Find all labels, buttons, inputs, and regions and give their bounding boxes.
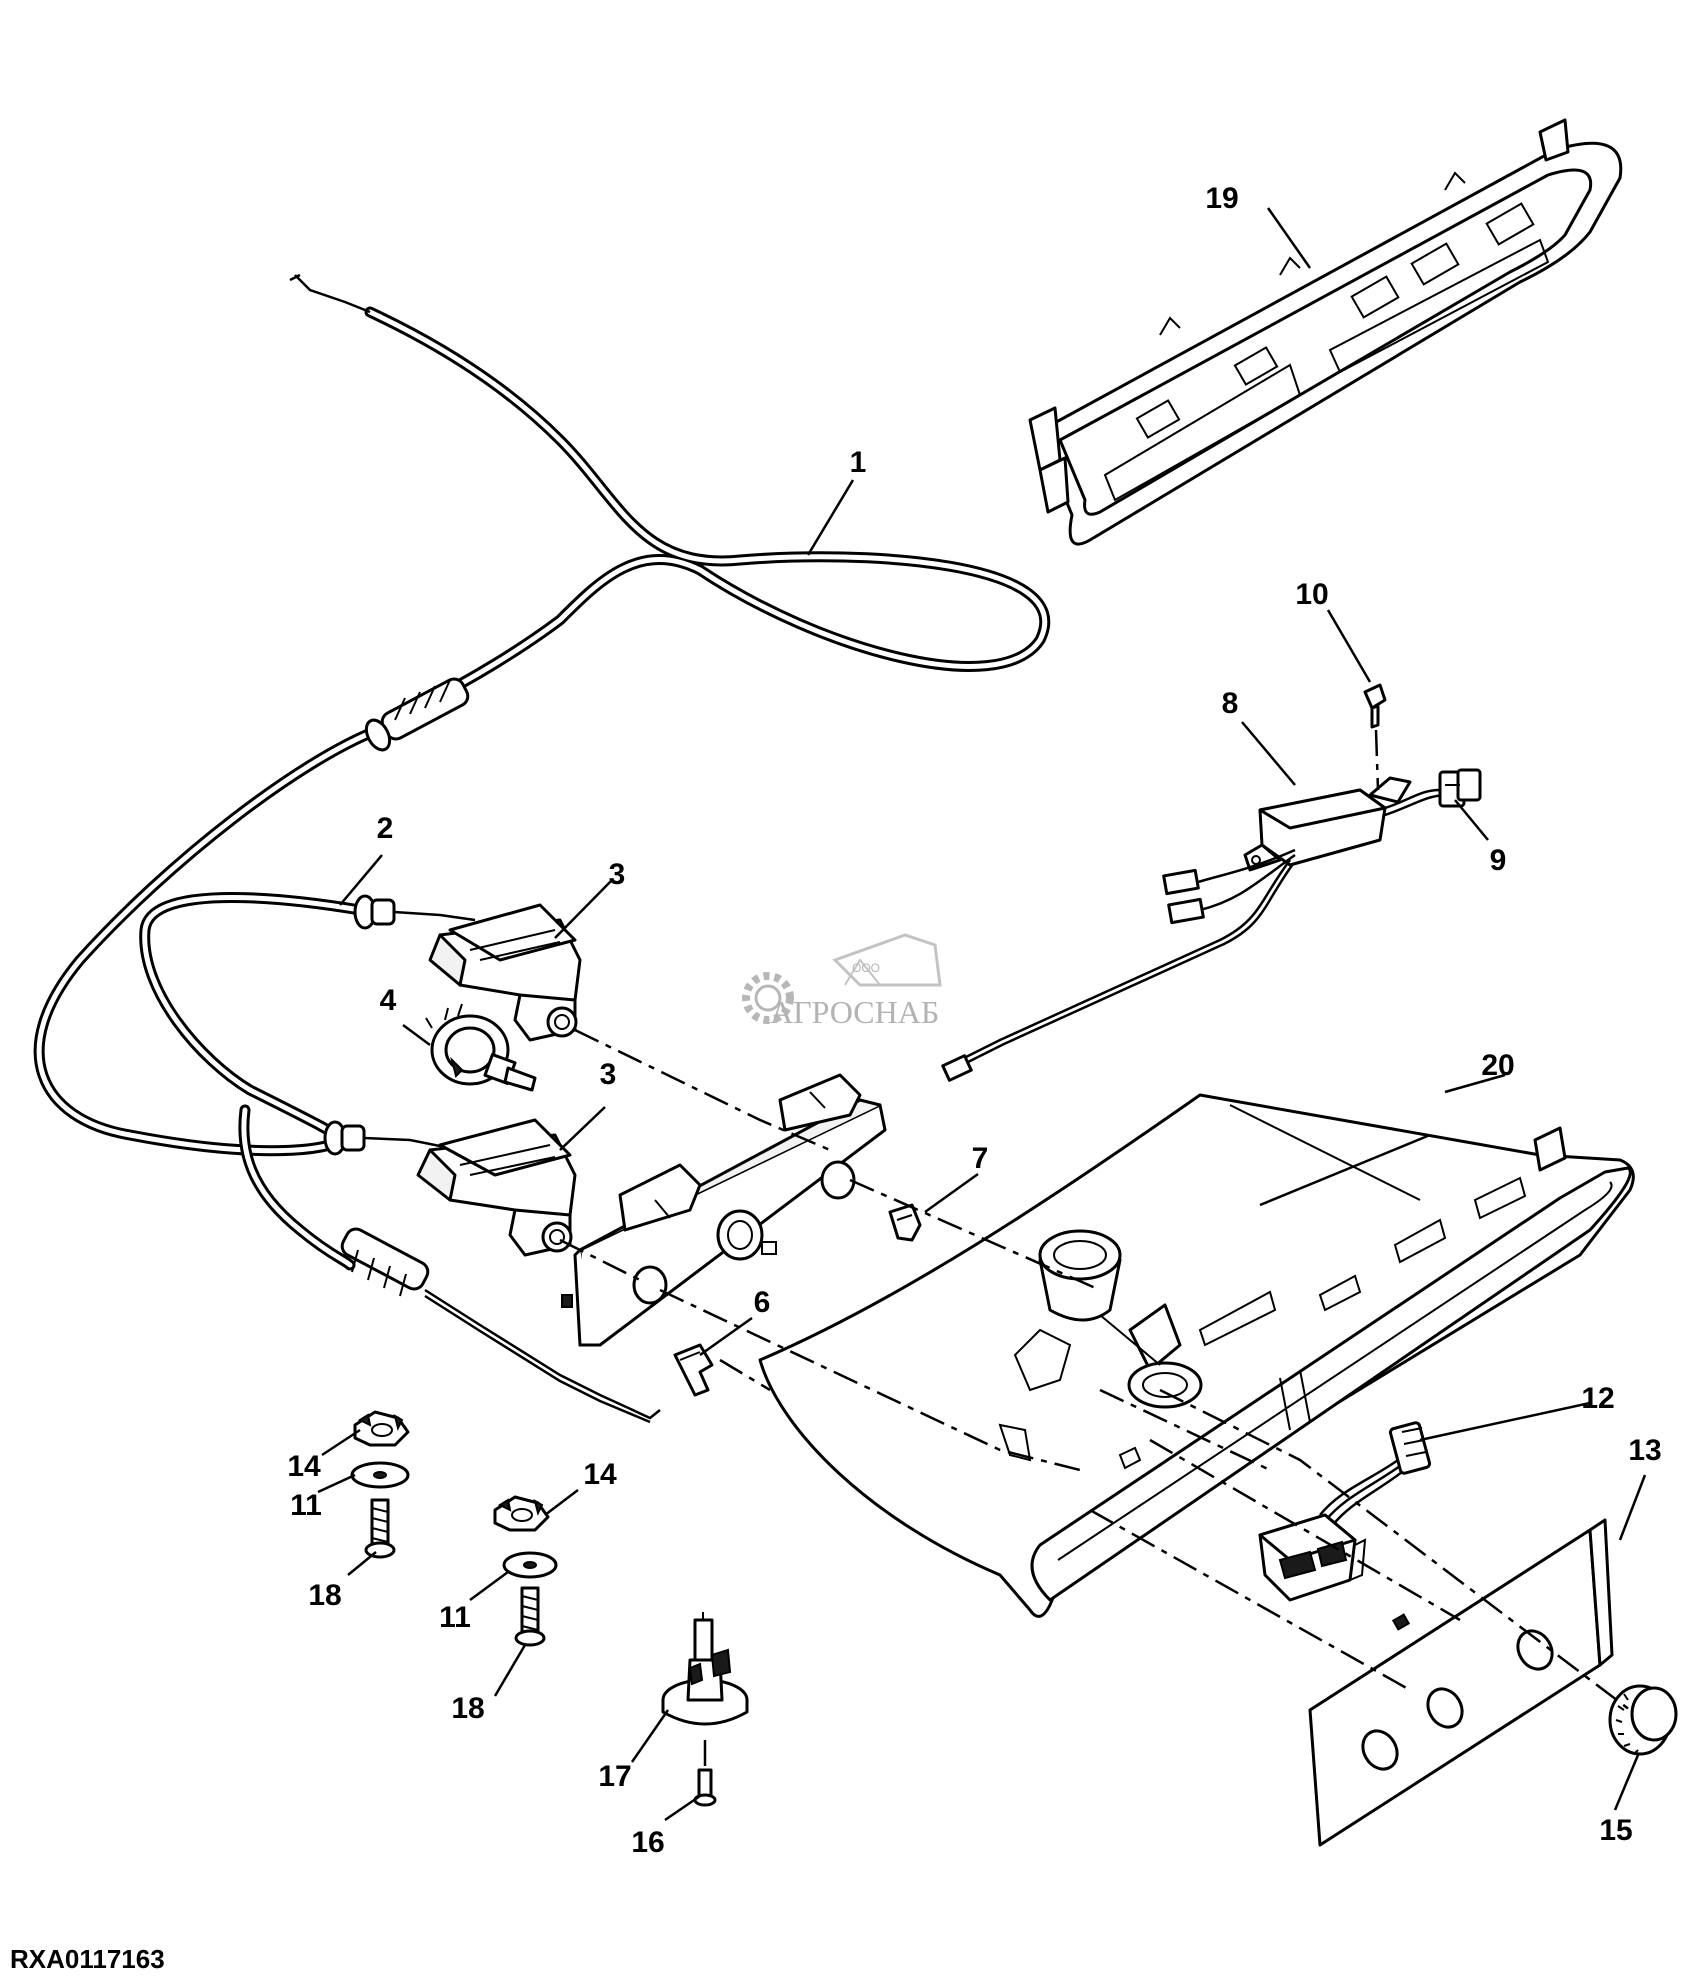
part-18-screw-left: [364, 1498, 396, 1559]
callout-17: 17: [598, 1760, 631, 1793]
cable-1-ferrule: [364, 677, 470, 752]
callout-19: 19: [1205, 182, 1238, 215]
part-16-small-screw: [693, 1740, 717, 1807]
callout-11-left: 11: [290, 1489, 322, 1522]
callout-20: 20: [1481, 1049, 1514, 1082]
callout-15: 15: [1599, 1814, 1632, 1847]
watermark-prefix: ООО: [852, 961, 880, 975]
part-3-lower-lever: [416, 1118, 577, 1257]
callout-3-upper: 3: [609, 858, 626, 891]
part-4-rotary-switch: [425, 1003, 537, 1092]
callout-labels: 1 2 3 4 3 6 7 8 9 10 11 11 12 13 14 14 1…: [287, 182, 1661, 1859]
callout-7: 7: [972, 1142, 989, 1175]
callout-14-left: 14: [287, 1450, 321, 1483]
figure-id: RXA0117163: [10, 1944, 165, 1974]
assembly-lines: [559, 1028, 1631, 1711]
part-20-console-housing: [758, 1093, 1635, 1618]
part-6-clip: [673, 1343, 714, 1397]
part-18-screw-right: [514, 1586, 546, 1647]
part-11-washer-right: [502, 1551, 558, 1579]
callout-3-lower: 3: [600, 1058, 617, 1091]
part-2-cable: [139, 892, 661, 1424]
callout-12: 12: [1581, 1382, 1614, 1415]
part-11-washer-left: [350, 1461, 410, 1489]
leader-lines: [317, 207, 1647, 1822]
part-13-panel-plate: [1308, 1518, 1614, 1847]
part-10-push-pin: [1363, 683, 1387, 791]
part-19-upper-bezel: [1028, 118, 1623, 546]
part-15-knob: [1608, 1684, 1678, 1756]
part-8-electronic-module: [941, 776, 1446, 1082]
gear-logo-icon: [742, 972, 794, 1024]
callout-18-right: 18: [451, 1692, 484, 1725]
callout-18-left: 18: [308, 1579, 341, 1612]
harvester-logo-icon: [832, 933, 942, 987]
callout-2: 2: [377, 812, 394, 845]
callout-16: 16: [631, 1826, 664, 1859]
part-14-speed-nut-left: [353, 1410, 410, 1447]
callout-14-right: 14: [583, 1458, 617, 1491]
callout-6: 6: [754, 1286, 771, 1319]
part-7-clip: [888, 1203, 922, 1242]
callout-1: 1: [850, 446, 867, 479]
part-14-speed-nut-right: [493, 1495, 550, 1532]
callout-13: 13: [1628, 1434, 1661, 1467]
part-12-connector: [1319, 1421, 1432, 1527]
control-panel-plate: [561, 1073, 887, 1347]
callout-4: 4: [380, 984, 397, 1017]
watermark: ООО АГРОСНАБ: [742, 933, 942, 1030]
cable-2-ferrule: [340, 1227, 661, 1424]
callout-10: 10: [1295, 578, 1328, 611]
part-9-connector: [1438, 768, 1482, 808]
watermark-company-name: АГРОСНАБ: [770, 994, 939, 1030]
part-1-cable: [33, 273, 1051, 1157]
part-3-upper-lever: [428, 903, 582, 1042]
callout-9: 9: [1490, 844, 1507, 877]
part-17-lamp-socket: [661, 1612, 749, 1726]
callout-8: 8: [1222, 687, 1239, 720]
rocker-switch: [1258, 1513, 1367, 1602]
callout-11-right: 11: [439, 1601, 471, 1634]
